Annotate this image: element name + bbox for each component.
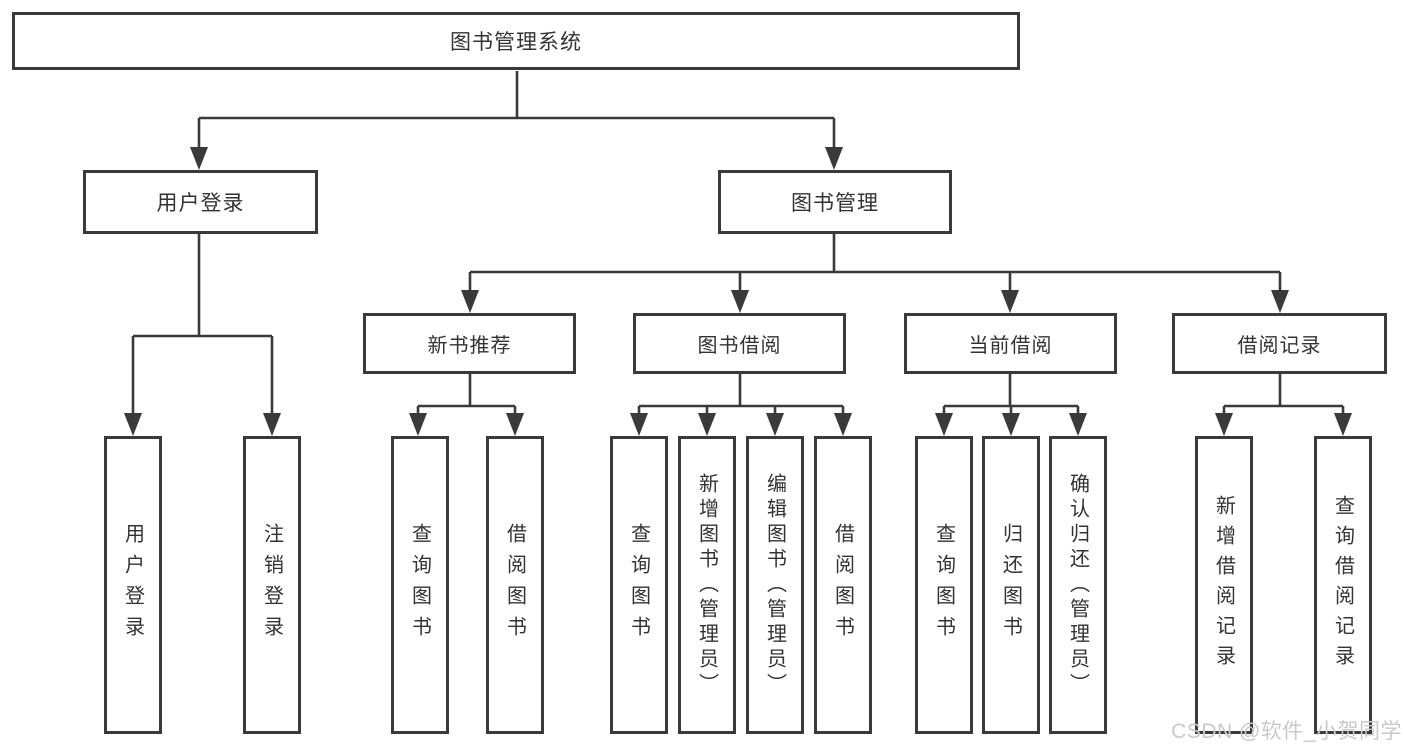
node-leaf-user-login: 用户登录 — [104, 436, 162, 734]
node-current-borrow: 当前借阅 — [904, 313, 1117, 374]
node-leaf-add-borrow-record: 新增借阅记录 — [1195, 436, 1253, 734]
node-leaf-query-borrow-record: 查询借阅记录 — [1314, 436, 1372, 734]
node-book-management: 图书管理 — [718, 170, 952, 234]
node-leaf-query-books-2: 查询图书 — [610, 436, 668, 734]
node-root: 图书管理系统 — [12, 12, 1020, 70]
node-borrow-records: 借阅记录 — [1172, 313, 1387, 374]
node-leaf-return-book: 归还图书 — [982, 436, 1040, 734]
node-leaf-confirm-return-admin: 确认归还（管理员） — [1049, 436, 1107, 734]
node-leaf-add-book-admin: 新增图书（管理员） — [678, 436, 736, 734]
node-leaf-logout: 注销登录 — [243, 436, 301, 734]
node-user-login: 用户登录 — [83, 170, 318, 234]
node-leaf-query-books-1: 查询图书 — [391, 436, 449, 734]
node-leaf-edit-book-admin: 编辑图书（管理员） — [746, 436, 804, 734]
node-leaf-query-books-3: 查询图书 — [915, 436, 973, 734]
node-book-borrow: 图书借阅 — [633, 313, 846, 374]
watermark: CSDN @软件_小贺同学 — [1171, 720, 1402, 743]
node-new-book-recommend: 新书推荐 — [363, 313, 576, 374]
node-leaf-borrow-books-1: 借阅图书 — [486, 436, 544, 734]
node-leaf-borrow-books-2: 借阅图书 — [814, 436, 872, 734]
